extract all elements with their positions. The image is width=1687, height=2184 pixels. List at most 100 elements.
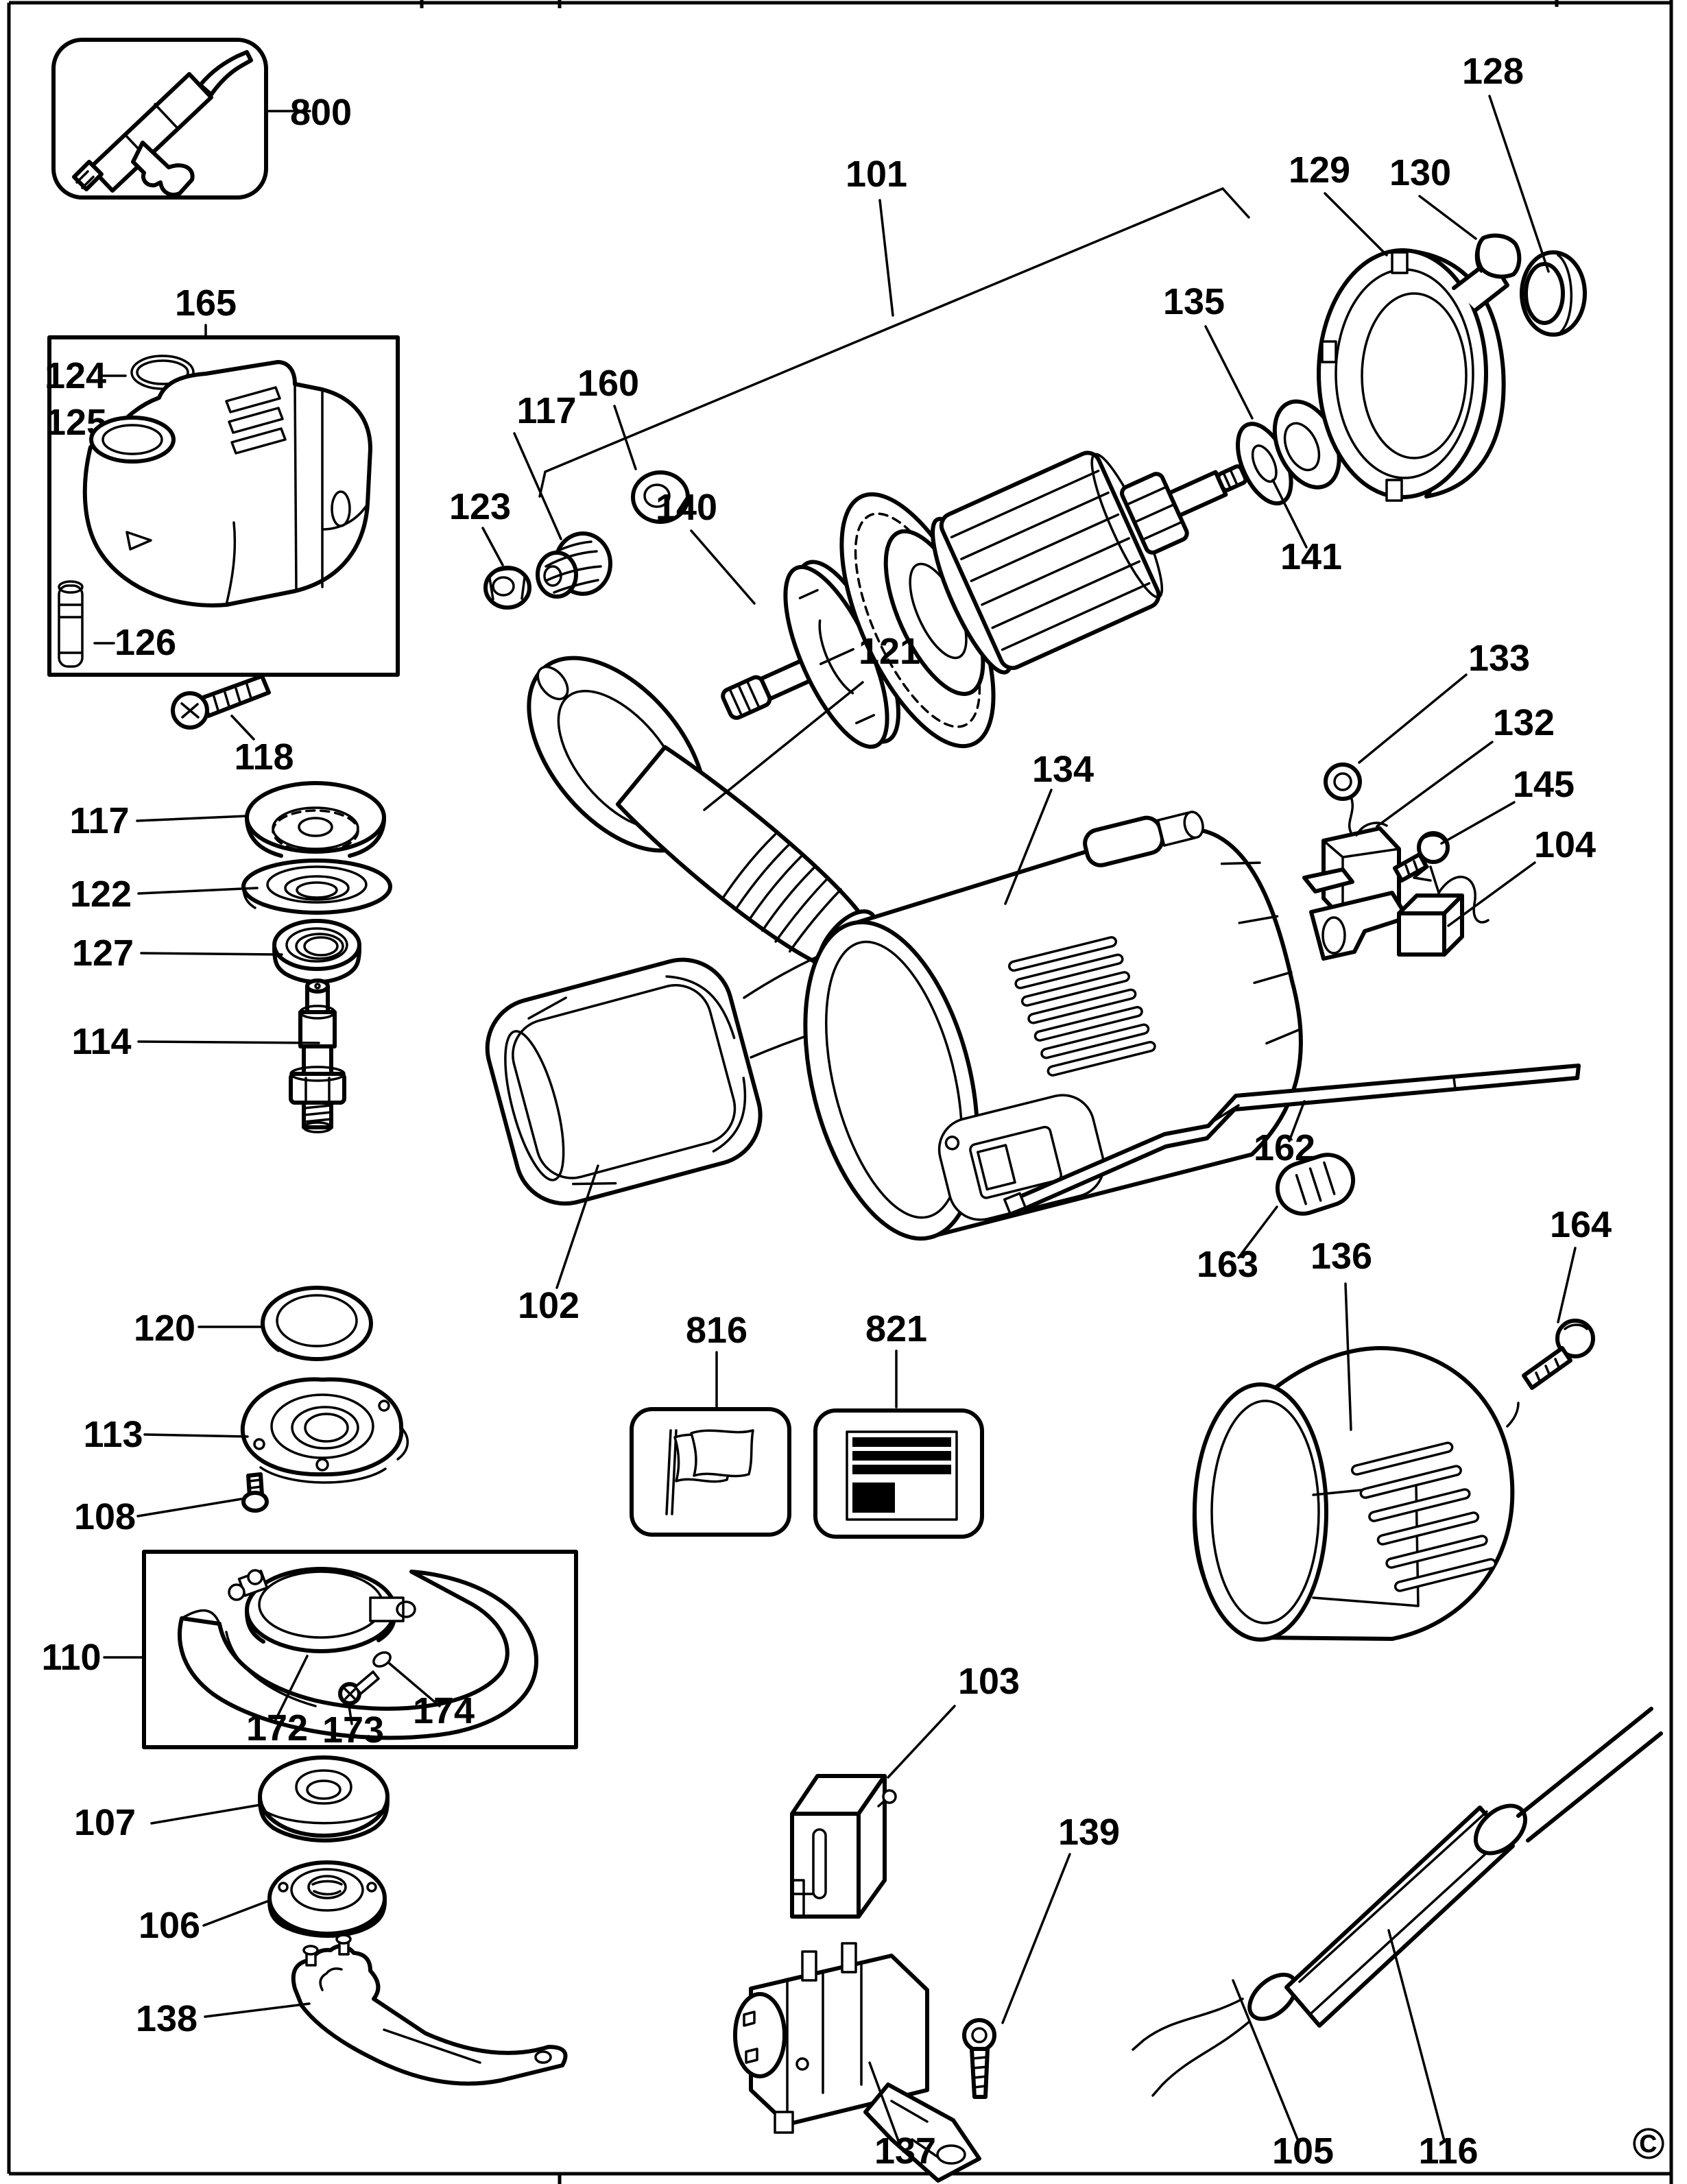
part-label-800: 800 bbox=[290, 92, 352, 133]
part-label-113: 113 bbox=[83, 1414, 143, 1455]
part-label-121: 121 bbox=[859, 631, 920, 672]
guard-screw-drawing bbox=[338, 1670, 380, 1705]
armature-drawing bbox=[721, 399, 1341, 749]
part-label-141: 141 bbox=[1280, 536, 1342, 577]
part-label-164: 164 bbox=[1550, 1204, 1612, 1245]
bell-housing-drawing bbox=[1317, 248, 1509, 502]
nameplate-icon bbox=[846, 1430, 958, 1521]
bearing-flange-drawing bbox=[240, 1377, 409, 1484]
part-label-106: 106 bbox=[139, 1905, 200, 1946]
part-label-165: 165 bbox=[175, 283, 237, 324]
part-label-128: 128 bbox=[1462, 51, 1524, 92]
part-label-145: 145 bbox=[1513, 764, 1575, 805]
spindle-column: 117 122 127 bbox=[69, 781, 409, 1537]
part-label-107: 107 bbox=[74, 1802, 136, 1843]
spacer-cylinder-drawing bbox=[1474, 233, 1522, 279]
part-label-105: 105 bbox=[1272, 2131, 1334, 2172]
carbon-brush-drawing bbox=[1397, 865, 1489, 957]
part-label-120: 120 bbox=[134, 1308, 195, 1349]
guard-box: 110 172 173 174 bbox=[41, 1550, 578, 1751]
part-label-127: 127 bbox=[72, 933, 134, 974]
grease-gun-icon bbox=[72, 50, 253, 197]
dished-washer-drawing bbox=[241, 859, 392, 915]
part-label-130: 130 bbox=[1389, 152, 1451, 193]
clamp-nut-drawing bbox=[267, 1860, 387, 1938]
part-label-134: 134 bbox=[1032, 749, 1094, 790]
switch-block-drawing bbox=[790, 1774, 897, 1919]
motor-cover-group: 136 164 bbox=[1192, 1204, 1612, 1642]
part-label-117-gear: 117 bbox=[69, 800, 129, 841]
motor-cover-drawing bbox=[1192, 1346, 1520, 1642]
switch-base-drawing bbox=[733, 1942, 981, 2183]
gearcase-housing-drawing bbox=[82, 360, 372, 608]
flange-screw-drawing bbox=[241, 1472, 269, 1513]
part-label-108: 108 bbox=[74, 1496, 136, 1537]
part-label-140: 140 bbox=[656, 487, 717, 528]
part-label-102: 102 bbox=[518, 1285, 579, 1326]
part-label-114: 114 bbox=[71, 1021, 131, 1062]
brush-holder-drawing bbox=[1302, 821, 1409, 961]
part-label-116: 116 bbox=[1418, 2131, 1478, 2172]
part-label-122: 122 bbox=[70, 874, 132, 915]
part-label-103: 103 bbox=[958, 1661, 1020, 1702]
guard-pin-drawing bbox=[372, 1651, 392, 1668]
part-label-135: 135 bbox=[1163, 281, 1225, 322]
part-label-123: 123 bbox=[449, 486, 511, 527]
brush-screw-drawing bbox=[1393, 831, 1450, 883]
copyright-symbol: © bbox=[1632, 2119, 1664, 2168]
part-label-124: 124 bbox=[45, 355, 106, 396]
gearcase-box: 165 124 125 bbox=[45, 283, 400, 677]
part-label-816: 816 bbox=[686, 1310, 747, 1351]
pinion-gear-drawing bbox=[536, 531, 612, 599]
brush-parts: 133 132 145 104 bbox=[1302, 638, 1596, 961]
part-label-137: 137 bbox=[874, 2131, 936, 2172]
cover-screw-drawing bbox=[1522, 1319, 1595, 1390]
part-label-163: 163 bbox=[1197, 1244, 1258, 1285]
part-label-132: 132 bbox=[1493, 702, 1555, 743]
lock-pin-drawing bbox=[58, 580, 84, 668]
part-label-101: 101 bbox=[846, 154, 907, 195]
part-label-110: 110 bbox=[41, 1637, 101, 1678]
wheel-guard-drawing bbox=[178, 1567, 539, 1740]
retainer-ring-drawing bbox=[1520, 250, 1587, 337]
cord-drawing bbox=[1132, 1707, 1663, 2097]
brush-spring-drawing bbox=[1324, 763, 1362, 850]
part-label-133: 133 bbox=[1468, 638, 1530, 679]
ball-bearing-drawing bbox=[272, 919, 361, 984]
grease-gun-box: 800 bbox=[51, 38, 352, 200]
crown-gear-drawing bbox=[245, 781, 386, 858]
label-boxes: 816 821 bbox=[630, 1308, 984, 1539]
part-label-160: 160 bbox=[577, 363, 639, 404]
part-label-173: 173 bbox=[322, 1709, 384, 1751]
nut-drawing bbox=[483, 566, 531, 610]
armature-assembly: 101 bbox=[538, 154, 1342, 749]
spindle-drawing bbox=[289, 979, 346, 1133]
brush-access-parts: 162 163 bbox=[1003, 1064, 1581, 1285]
cord-parts: 105 116 bbox=[1132, 1707, 1663, 2172]
part-label-117-pinion: 117 bbox=[516, 390, 576, 431]
part-label-174: 174 bbox=[413, 1690, 475, 1731]
stator-drawing bbox=[485, 957, 763, 1206]
part-label-118: 118 bbox=[234, 736, 294, 778]
part-label-104: 104 bbox=[1534, 824, 1596, 865]
side-handle: 121 bbox=[527, 631, 920, 978]
seal-ring-drawing bbox=[261, 1286, 373, 1361]
brush-cap-drawing bbox=[1275, 1153, 1356, 1216]
clamp-parts: 107 106 138 bbox=[74, 1755, 568, 2086]
motor-housing: 134 bbox=[803, 749, 1303, 1241]
flag-icon bbox=[665, 1429, 754, 1515]
part-label-172: 172 bbox=[246, 1707, 308, 1749]
part-label-126: 126 bbox=[115, 622, 176, 663]
pin-spanner-drawing bbox=[291, 1934, 568, 2086]
bearing-housing-group: 129 130 128 bbox=[1289, 51, 1587, 502]
switch-screw-drawing bbox=[962, 2018, 996, 2099]
part-label-129: 129 bbox=[1289, 149, 1350, 191]
screw-118: 118 bbox=[171, 674, 294, 778]
part-label-136: 136 bbox=[1311, 1236, 1372, 1277]
page-frame bbox=[7, 0, 1673, 2184]
part-label-139: 139 bbox=[1058, 1812, 1120, 1853]
pinion-group: 123 117 160 140 bbox=[449, 363, 756, 610]
backing-flange-drawing bbox=[258, 1755, 390, 1843]
